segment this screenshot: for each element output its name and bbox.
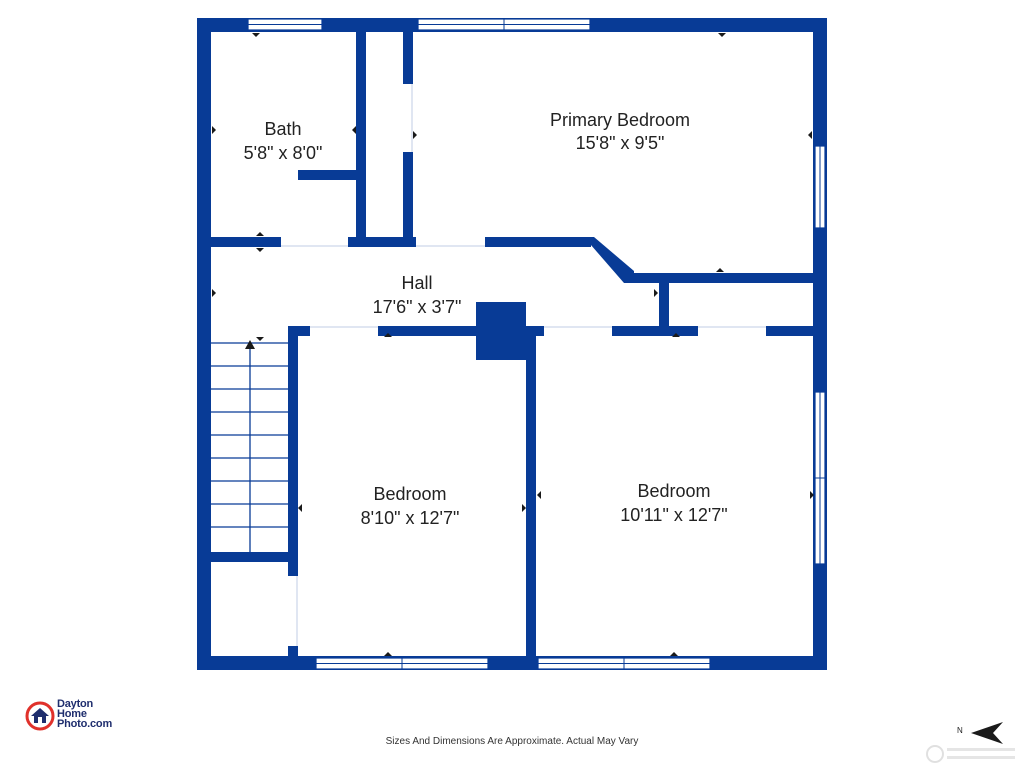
wall-bath-stub xyxy=(298,170,358,180)
disclaimer-text: Sizes And Dimensions Are Approximate. Ac… xyxy=(385,736,639,747)
logo-line-2: Home xyxy=(57,708,87,720)
window-bottom-bedroom-left xyxy=(315,657,489,670)
room-dims-bedroom-right: 10'11" x 12'7" xyxy=(620,505,727,525)
window-right-primary xyxy=(814,145,826,229)
window-bottom-bedroom-right xyxy=(537,657,711,670)
wall-hall-bottom-b xyxy=(378,326,478,336)
room-name-bedroom-left: Bedroom xyxy=(373,484,446,504)
exterior-wall-left xyxy=(197,18,211,670)
dimension-markers xyxy=(212,33,814,656)
house-logo-icon xyxy=(25,701,55,731)
wall-closet-right xyxy=(659,283,669,331)
logo-wordmark: Dayton Home Photo.com xyxy=(57,698,147,730)
wall-closet-lower xyxy=(403,152,413,246)
dayton-home-photo-logo: Dayton Home Photo.com xyxy=(25,699,145,735)
wall-primary-bottom xyxy=(630,273,815,283)
north-arrow-icon xyxy=(971,722,1003,744)
wall-stair-right xyxy=(288,326,298,576)
exterior-wall-bottom xyxy=(197,656,827,670)
chimney xyxy=(476,302,526,360)
wall-hall-top-left xyxy=(211,237,281,247)
room-name-primary-bedroom: Primary Bedroom xyxy=(550,110,690,130)
wall-bedroom-divider xyxy=(526,336,536,658)
wall-hall-bottom-d xyxy=(612,326,698,336)
staircase xyxy=(211,340,288,552)
watermark-logo-icon xyxy=(926,745,1015,763)
wall-closet-upper xyxy=(403,32,413,84)
north-compass: N xyxy=(955,720,1005,746)
room-name-bedroom-right: Bedroom xyxy=(637,481,710,501)
door-openings xyxy=(281,84,766,646)
wall-hall-bottom-c xyxy=(524,326,544,336)
room-name-hall: Hall xyxy=(401,273,432,293)
stair-arrow-icon xyxy=(245,340,255,349)
window-top-bath xyxy=(247,18,323,31)
wall-hall-top-mid xyxy=(348,237,416,247)
exterior-wall-right xyxy=(813,18,827,670)
wall-stair-bottom xyxy=(211,552,296,562)
logo-line-1: Dayton xyxy=(57,698,94,710)
room-name-bath: Bath xyxy=(264,119,301,139)
room-dims-primary-bedroom: 15'8" x 9'5" xyxy=(576,133,665,153)
room-dims-hall: 17'6" x 3'7" xyxy=(373,297,462,317)
room-dims-bath: 5'8" x 8'0" xyxy=(244,143,323,163)
wall-hall-bottom-a xyxy=(288,326,310,336)
floor-plan: Bath 5'8" x 8'0" Primary Bedroom 15'8" x… xyxy=(197,18,827,670)
wall-hall-angle xyxy=(584,237,634,283)
window-top-primary xyxy=(417,18,591,31)
logo-line-3: Photo.com xyxy=(57,718,113,730)
wall-hall-top-right xyxy=(485,237,591,247)
wall-stair-right-low xyxy=(288,646,298,658)
compass-north-letter: N xyxy=(957,726,963,735)
window-right-bedroom xyxy=(814,391,826,565)
wall-hall-bottom-e xyxy=(766,326,815,336)
room-dims-bedroom-left: 8'10" x 12'7" xyxy=(361,508,460,528)
wall-bath-closet xyxy=(356,32,366,246)
